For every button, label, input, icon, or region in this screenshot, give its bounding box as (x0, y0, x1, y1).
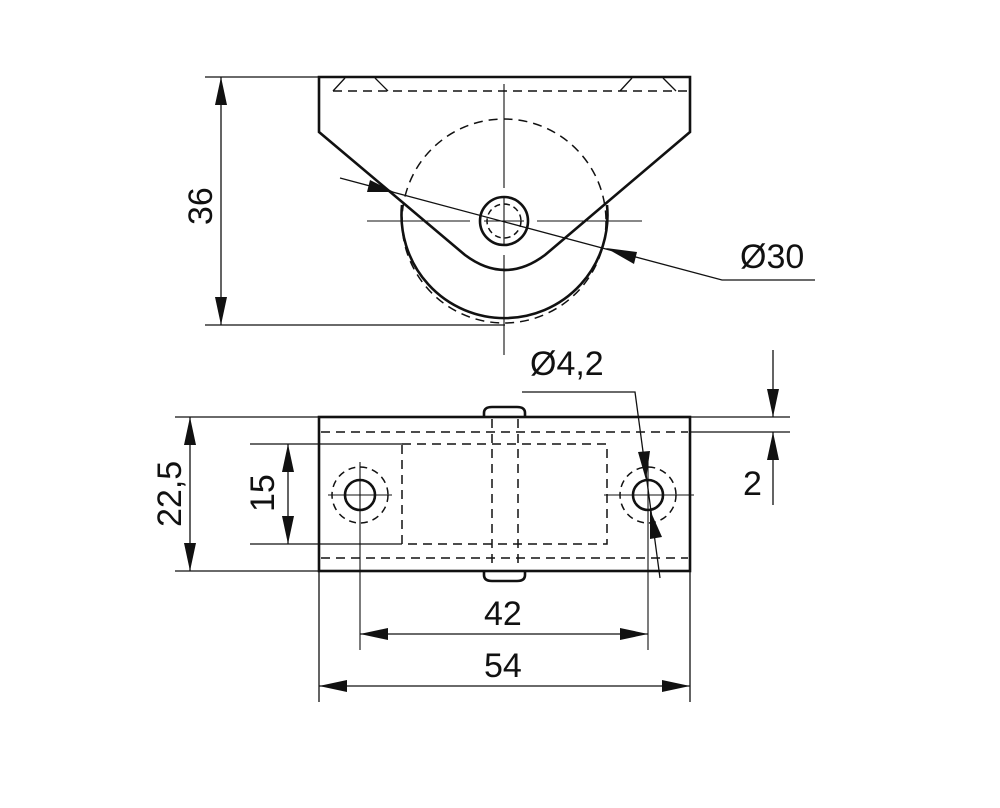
arrow-icon (662, 680, 690, 692)
arrow-icon (367, 180, 394, 192)
base-plate (317, 415, 692, 573)
bracket-outline (317, 75, 692, 272)
arrow-icon (184, 543, 196, 571)
arrow-icon (767, 389, 779, 417)
diameter-leader (339, 177, 815, 281)
arrow-icon (606, 248, 637, 264)
tab-top (482, 405, 527, 417)
side-view: Ø30 36 (182, 75, 815, 355)
arrow-icon (215, 77, 227, 105)
arrow-icon (282, 444, 294, 472)
dim-inner-width: 15 (244, 474, 282, 512)
arrow-icon (184, 417, 196, 445)
dim-36-lines (205, 76, 505, 326)
dim-54-lines (318, 571, 691, 702)
dim-2-lines (690, 350, 790, 505)
arrow-icon (767, 432, 779, 460)
dim-wheel-diameter: Ø30 (740, 238, 804, 276)
chamfer-lines (332, 77, 677, 92)
dim-hole-diameter: Ø4,2 (530, 345, 604, 383)
dim-plate-length: 54 (484, 647, 522, 685)
centerlines (367, 84, 642, 355)
arrow-icon (215, 297, 227, 325)
dim-plate-width: 22,5 (151, 461, 189, 527)
tab-bottom (482, 571, 527, 583)
hidden-lines (321, 419, 688, 569)
arrow-icon (360, 628, 388, 640)
top-view: 22,5 15 2 Ø4,2 42 54 (151, 345, 790, 702)
dim-height: 36 (182, 187, 220, 225)
arrow-icon (620, 628, 648, 640)
dim-thickness: 2 (743, 465, 762, 503)
arrow-icon (650, 510, 662, 539)
dim-hole-spacing: 42 (484, 595, 522, 633)
arrow-icon (282, 516, 294, 544)
arrow-icon (319, 680, 347, 692)
hole-leader (522, 391, 661, 579)
arrow-icon (638, 451, 650, 480)
hole-centerlines (328, 462, 694, 650)
